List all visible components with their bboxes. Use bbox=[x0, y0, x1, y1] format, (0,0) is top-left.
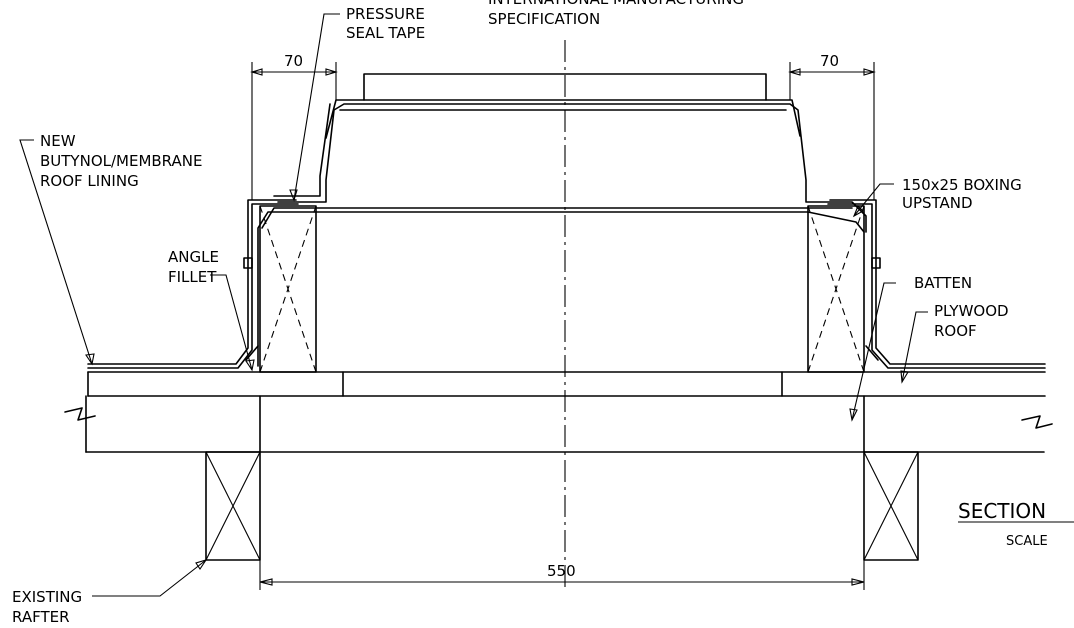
label-pressure: PRESSURE bbox=[346, 5, 425, 23]
label-rafter: RAFTER bbox=[12, 608, 70, 626]
fixing-left bbox=[243, 257, 253, 269]
dimension-opening-550: 550 bbox=[259, 560, 865, 590]
hatch-body bbox=[257, 73, 867, 367]
existing-rafter-right bbox=[863, 451, 919, 561]
fixing-right bbox=[871, 257, 881, 269]
label-plywood: PLYWOOD bbox=[934, 302, 1009, 320]
plywood-roof-deck bbox=[64, 371, 1053, 453]
leader-plywood-roof bbox=[901, 311, 928, 383]
label-spec-line1: INTERNATIONAL MANUFACTURING bbox=[488, 0, 744, 8]
leader-existing-rafter bbox=[92, 559, 207, 597]
membrane-roof-lining bbox=[87, 199, 1046, 369]
label-new: NEW bbox=[40, 132, 76, 150]
dim-label-left: 70 bbox=[284, 52, 303, 70]
leader-angle-fillet bbox=[210, 274, 253, 371]
boxing-upstand-right bbox=[807, 205, 865, 373]
dimension-right-70: 70 bbox=[788, 52, 876, 200]
leader-pressure-seal-tape bbox=[293, 13, 340, 201]
dim-label-right: 70 bbox=[820, 52, 839, 70]
label-batten: BATTEN bbox=[914, 274, 972, 292]
leader-new-lining bbox=[19, 139, 93, 365]
label-spec-line2: SPECIFICATION bbox=[488, 10, 600, 28]
leader-boxing-upstand bbox=[853, 183, 894, 217]
leader-batten bbox=[851, 282, 896, 421]
angle-fillet-right bbox=[865, 345, 879, 361]
boxing-upstand-left bbox=[259, 205, 317, 373]
section-title: SECTION bbox=[958, 499, 1046, 523]
label-butynol: BUTYNOL/MEMBRANE bbox=[40, 152, 202, 170]
label-roof: ROOF bbox=[934, 322, 977, 340]
dimension-left-70: 70 bbox=[250, 52, 338, 200]
label-boxing: 150x25 BOXING bbox=[902, 176, 1022, 194]
existing-rafter-left bbox=[205, 451, 261, 561]
label-upstand: UPSTAND bbox=[902, 194, 973, 212]
label-angle: ANGLE bbox=[168, 248, 219, 266]
label-roof-lining: ROOF LINING bbox=[40, 172, 139, 190]
dim-label-opening: 550 bbox=[547, 562, 576, 580]
label-fillet: FILLET bbox=[168, 268, 217, 286]
angle-fillet-left bbox=[245, 345, 259, 361]
label-existing: EXISTING bbox=[12, 588, 82, 606]
scale-label: SCALE bbox=[1006, 534, 1048, 549]
label-seal-tape: SEAL TAPE bbox=[346, 24, 425, 42]
